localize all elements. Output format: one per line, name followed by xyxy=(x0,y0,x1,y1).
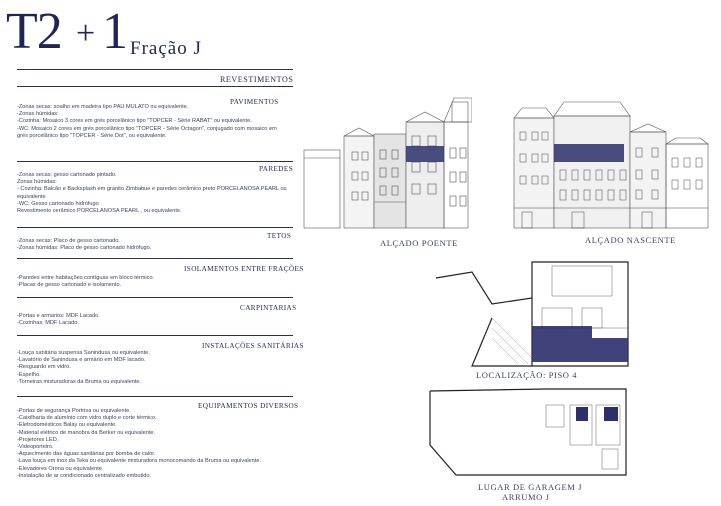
section-body: -Zonas secas: gesso cartonado pintado. Z… xyxy=(17,172,289,215)
divider xyxy=(17,227,293,228)
line: -Paredes entre habitações contíguas em b… xyxy=(17,275,155,281)
section-body: -Louça sanitária suspensa Sanindusa ou e… xyxy=(17,350,289,386)
line: -Eletrodomésticos Balay ou equivalente. xyxy=(17,422,117,429)
line: -Cozinha: Mosaico 3 cores em grés porcel… xyxy=(17,118,252,125)
caption-alcado-nascente: ALÇADO NASCENTE xyxy=(585,235,676,245)
divider xyxy=(17,297,293,298)
section-body: -Portas e armarios: MDF Lacado. -Cozinha… xyxy=(17,313,289,327)
line: -WC: Mosaico 2 cores em grés porcelânico… xyxy=(17,125,277,139)
title-t2: T2 xyxy=(6,3,63,60)
section-body: -Zonas secas: Placo de gesso cartonado. … xyxy=(17,238,289,252)
line: -Elevadores Orona ou equivalente. xyxy=(17,465,104,472)
line: -Instalação de ar condicionado centraliz… xyxy=(17,472,152,479)
divider-revestimentos xyxy=(17,86,293,87)
line: -Portas de segurança Portrisa ou equival… xyxy=(17,408,131,414)
revestimentos-heading: REVESTIMENTOS xyxy=(220,75,294,84)
line: -Placas de gesso cartonado e isolamento. xyxy=(17,282,122,289)
line: Revestimento cerâmico PORCELANOSA PEARL … xyxy=(17,208,182,215)
line: -Resguardo em vidro. xyxy=(17,364,71,371)
section-title: EQUIPAMENTOS DIVERSOS xyxy=(198,402,299,410)
caption-alcado-poente: ALÇADO POENTE xyxy=(380,238,458,248)
line: -Zonas secas: soalho em madeira tipo PAU… xyxy=(17,104,189,110)
line: -Videoporteiro. xyxy=(17,444,54,451)
divider xyxy=(17,161,293,162)
section-body: -Zonas secas: soalho em madeira tipo PAU… xyxy=(17,104,289,140)
line: -Caixilharia de alumínio com vidro duplo… xyxy=(17,415,157,422)
floor-plan-piso4 xyxy=(435,261,629,367)
section-title: INSTALAÇÕES SANITÁRIAS xyxy=(202,342,304,350)
line: -Zonas secas: Placo de gesso cartonado. xyxy=(17,238,120,244)
section-title: PAREDES xyxy=(259,165,294,173)
elevation-nascente-drawing xyxy=(513,101,709,229)
divider xyxy=(17,396,293,397)
title-one: 1 xyxy=(102,3,128,60)
title-plus: + xyxy=(76,15,96,52)
section-body: -Portas de segurança Portrisa ou equival… xyxy=(17,408,289,480)
section-title: ISOLAMENTOS ENTRE FRAÇÕES xyxy=(184,265,304,273)
line: -Zonas húmidas: Placo de gesso cartonado… xyxy=(17,245,152,252)
line: -Cozinhas: MDF Lacado. xyxy=(17,320,79,327)
title-fracao: Fração J xyxy=(130,38,202,59)
caption-garagem: LUGAR DE GARAGEM J xyxy=(478,482,583,492)
elevation-poente-drawing xyxy=(303,97,472,229)
section-title: CARPINTARIAS xyxy=(240,304,297,312)
line: - Cozinha: Balcão e Backsplash em granit… xyxy=(17,186,287,200)
divider xyxy=(17,335,293,336)
line: -Espelho. xyxy=(17,371,41,378)
caption-localizacao: LOCALIZAÇÃO: PISO 4 xyxy=(476,370,578,380)
line: -Aquecimento das águas sanitárias por bo… xyxy=(17,451,156,458)
line: -Louça sanitária suspensa Sanindusa ou e… xyxy=(17,350,150,356)
line: -Portas e armarios: MDF Lacado. xyxy=(17,313,100,319)
line: -WC: Gesso cartonado hidrófugo xyxy=(17,200,99,207)
line: -Material elétrico de manobra da Berker … xyxy=(17,429,156,436)
section-body: -Paredes entre habitações contíguas em b… xyxy=(17,275,289,289)
garage-plan xyxy=(429,388,627,476)
line: -Lavatório de Sanindusa e armário em MDF… xyxy=(17,357,146,364)
line: -Torneiras misturadoras da Bruma ou equi… xyxy=(17,378,142,385)
line: Zonas húmidas: xyxy=(17,179,57,186)
line: -Projetores LED. xyxy=(17,436,59,443)
line: -Zonas secas: gesso cartonado pintado. xyxy=(17,172,117,178)
line: -Lava louça em inox da Teka ou equivalen… xyxy=(17,458,261,465)
divider xyxy=(17,258,293,259)
caption-arrumo: ARRUMO J xyxy=(502,492,550,502)
line: -Zonas húmidas: xyxy=(17,111,59,118)
section-title: PAVIMENTOS xyxy=(230,98,279,106)
divider-top xyxy=(17,69,293,70)
section-title: TETOS xyxy=(267,232,292,240)
